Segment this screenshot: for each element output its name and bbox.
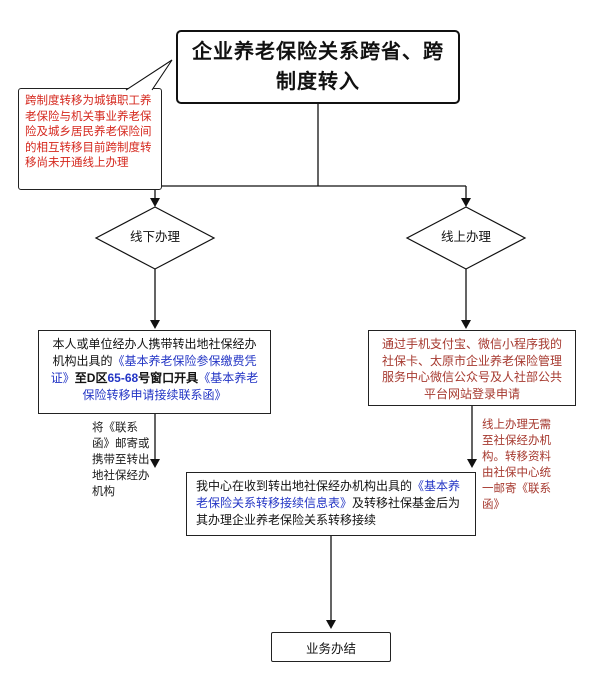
arrowhead-to-offline-diamond [150, 198, 160, 207]
arrowhead-to-online-diamond [461, 198, 471, 207]
offline-process-box: 本人或单位经办人携带转出地社保经办机构出具的《基本养老保险参保缴费凭证》至D区6… [38, 330, 271, 414]
offline-text-3: 至D区 [74, 371, 108, 385]
title-line-1: 企业养老保险关系跨省、跨 [192, 41, 444, 63]
cross-system-callout: 跨制度转移为城镇职工养老保险与机关事业养老保险及城乡居民养老保险间的相互转移目前… [18, 88, 162, 190]
callout-tail-fill [126, 60, 172, 91]
title-box: 企业养老保险关系跨省、跨 制度转入 [176, 30, 460, 104]
end-box-label: 业务办结 [305, 641, 356, 656]
callout-text: 跨制度转移为城镇职工养老保险与机关事业养老保险及城乡居民养老保险间的相互转移目前… [25, 95, 152, 169]
merge-process-box: 我中心在收到转出地社保经办机构出具的《基本养老保险关系转移接续信息表》及转移社保… [186, 472, 476, 536]
arrowhead-to-online-box [461, 320, 471, 329]
online-process-box: 通过手机支付宝、微信小程序我的社保卡、太原市企业养老保险管理服务中心微信公众号及… [368, 330, 576, 406]
merge-text-1: 我中心在收到转出地社保经办机构出具的 [196, 479, 413, 493]
offline-decision-label: 线下办理 [129, 230, 180, 244]
offline-text-4: 65-68 [107, 371, 139, 385]
arrowhead-online-to-merge [467, 459, 477, 468]
offline-text-5: 号窗口开具 [138, 371, 199, 385]
end-box: 业务办结 [271, 632, 391, 662]
offline-mail-note: 将《联系函》邮寄或携带至转出地社保经办机构 [92, 422, 150, 498]
arrowhead-to-end [326, 620, 336, 629]
online-mail-note: 线上办理无需至社保经办机构。转移资料由社保中心统一邮寄《联系函》 [482, 419, 551, 511]
online-decision-label: 线上办理 [440, 230, 491, 244]
online-text: 通过手机支付宝、微信小程序我的社保卡、太原市企业养老保险管理服务中心微信公众号及… [381, 337, 562, 401]
callout-tail-stroke [125, 59, 173, 91]
arrowhead-to-offline-box [150, 320, 160, 329]
title-line-2: 制度转入 [276, 71, 360, 93]
